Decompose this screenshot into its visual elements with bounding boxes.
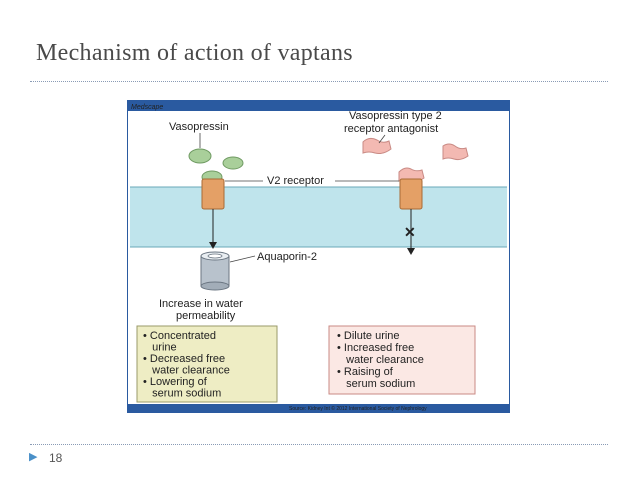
bullet-marker-icon: ▶ — [29, 450, 37, 463]
cell-membrane — [130, 187, 507, 247]
right-effect-line: serum sodium — [337, 378, 415, 390]
right-effect-line: • Increased free — [337, 342, 414, 354]
figure-header-band — [128, 101, 509, 111]
figure-source: Source: Kidney Int © 2012 International … — [289, 405, 427, 412]
left-effect-line: serum sodium — [143, 388, 221, 400]
title-divider — [30, 81, 608, 82]
right-effect-line: water clearance — [337, 354, 424, 366]
v2-receptor-label: V2 receptor — [267, 175, 324, 187]
left-effect-line: • Lowering of — [143, 376, 208, 388]
block-x-icon: ✕ — [404, 224, 416, 240]
vasopressin-molecule — [223, 157, 243, 169]
page-number: 18 — [49, 451, 62, 465]
antagonist-label-line1: Vasopressin type 2 — [349, 110, 442, 122]
footer-divider — [30, 444, 608, 445]
left-effect-line: water clearance — [143, 365, 230, 377]
aquaporin-label: Aquaporin-2 — [257, 251, 317, 263]
vaptan-mechanism-figure: Medscape Source: Kidney Int © 2012 Inter… — [127, 100, 510, 413]
right-effect-line: • Raising of — [337, 366, 394, 378]
permeability-label-line2: permeability — [176, 310, 236, 322]
vasopressin-molecule — [189, 149, 211, 163]
right-effect-line: • Dilute urine — [337, 330, 400, 342]
aquaporin-2-channel — [201, 252, 229, 290]
antagonist-label-line2: receptor antagonist — [344, 123, 438, 135]
left-effect-line: • Decreased free — [143, 353, 225, 365]
v2-receptor-left — [202, 179, 224, 209]
left-effect-line: urine — [143, 342, 177, 354]
slide-title: Mechanism of action of vaptans — [36, 40, 353, 67]
vasopressin-label: Vasopressin — [169, 121, 229, 133]
permeability-label-line1: Increase in water — [159, 298, 243, 310]
v2-receptor-right — [400, 179, 422, 209]
brand-logo: Medscape — [131, 104, 163, 111]
left-effect-line: • Concentrated — [143, 330, 216, 342]
